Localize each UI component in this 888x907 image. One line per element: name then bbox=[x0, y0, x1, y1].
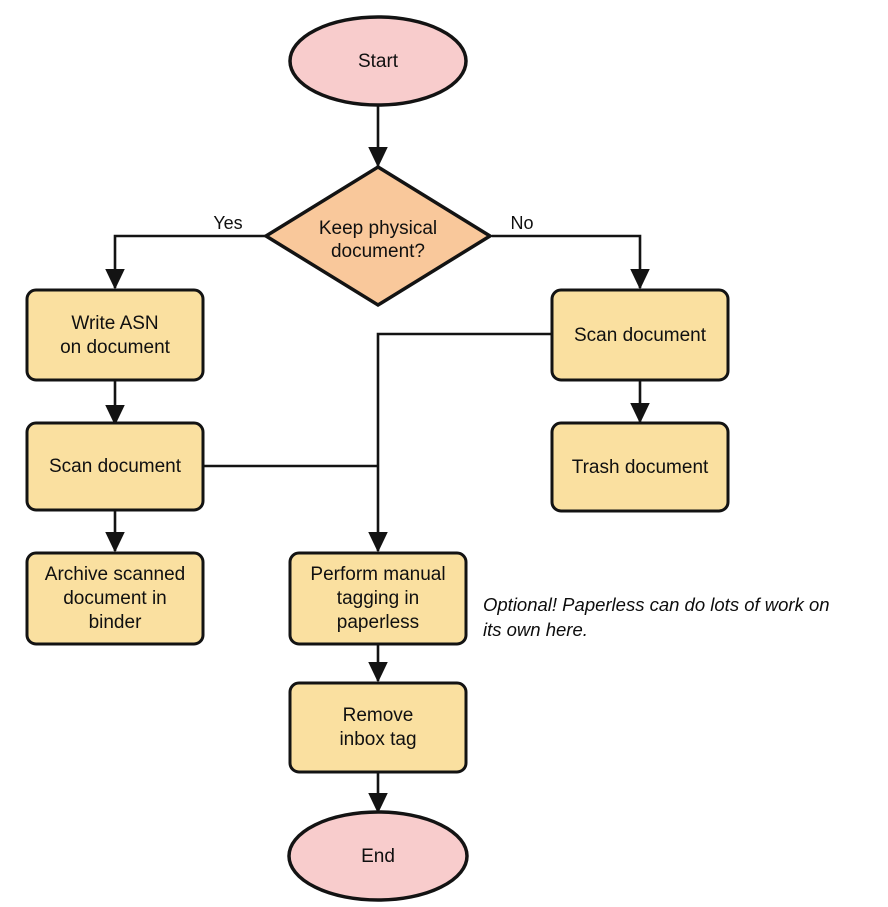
optional-note-line2: its own here. bbox=[483, 619, 588, 640]
start-ellipse bbox=[288, 15, 468, 107]
archive-label-line1: Archive scanned bbox=[45, 564, 185, 585]
node-scan-document-left[interactable]: Scan document bbox=[25, 421, 205, 512]
remove-inbox-label-line1: Remove bbox=[343, 705, 414, 726]
tagging-label-line2: tagging in bbox=[337, 588, 419, 609]
node-start[interactable]: Start bbox=[288, 15, 468, 107]
scan-document-left-label: Scan document bbox=[49, 456, 182, 477]
end-label: End bbox=[361, 846, 395, 867]
node-decision-keep-physical-document[interactable]: Keep physical document? bbox=[262, 164, 494, 308]
edge-decision-yes-to-write-asn bbox=[105, 226, 285, 290]
scan-document-right-label: Scan document bbox=[574, 325, 707, 346]
tagging-label-line1: Perform manual bbox=[310, 564, 445, 585]
edge-scan-right-to-tagging bbox=[368, 332, 552, 553]
node-write-asn-on-document[interactable]: Write ASN on document bbox=[25, 288, 205, 382]
edge-label-yes: Yes bbox=[213, 213, 242, 233]
trash-document-label: Trash document bbox=[572, 457, 709, 478]
trash-document-box bbox=[550, 421, 730, 513]
write-asn-box bbox=[25, 288, 205, 382]
scan-document-right-box bbox=[550, 288, 730, 382]
end-ellipse bbox=[287, 810, 469, 902]
edge-label-no: No bbox=[510, 213, 533, 233]
node-remove-inbox-tag[interactable]: Remove inbox tag bbox=[288, 681, 468, 774]
node-trash-document[interactable]: Trash document bbox=[550, 421, 730, 513]
decision-diamond bbox=[262, 164, 494, 308]
archive-box bbox=[25, 551, 205, 646]
node-scan-document-right[interactable]: Scan document bbox=[550, 288, 730, 382]
archive-label-line3: binder bbox=[89, 612, 142, 633]
annotation-optional-note: Optional! Paperless can do lots of work … bbox=[483, 594, 830, 640]
remove-inbox-label-line2: inbox tag bbox=[339, 729, 416, 750]
start-label: Start bbox=[358, 51, 399, 72]
node-archive-scanned-document[interactable]: Archive scanned document in binder bbox=[25, 551, 205, 646]
decision-label-line2: document? bbox=[331, 241, 425, 262]
tagging-box bbox=[288, 551, 468, 646]
tagging-label-line3: paperless bbox=[337, 612, 419, 633]
node-end[interactable]: End bbox=[287, 810, 469, 902]
archive-label-line2: document in bbox=[63, 588, 167, 609]
scan-document-left-box bbox=[25, 421, 205, 512]
decision-label-line1: Keep physical bbox=[319, 218, 437, 239]
write-asn-label-line2: on document bbox=[60, 337, 171, 358]
node-perform-manual-tagging[interactable]: Perform manual tagging in paperless bbox=[288, 551, 468, 646]
edge-decision-no-to-scan-right bbox=[472, 226, 650, 290]
optional-note-line1: Optional! Paperless can do lots of work … bbox=[483, 594, 830, 615]
write-asn-label-line1: Write ASN bbox=[71, 313, 158, 334]
remove-inbox-box bbox=[288, 681, 468, 774]
